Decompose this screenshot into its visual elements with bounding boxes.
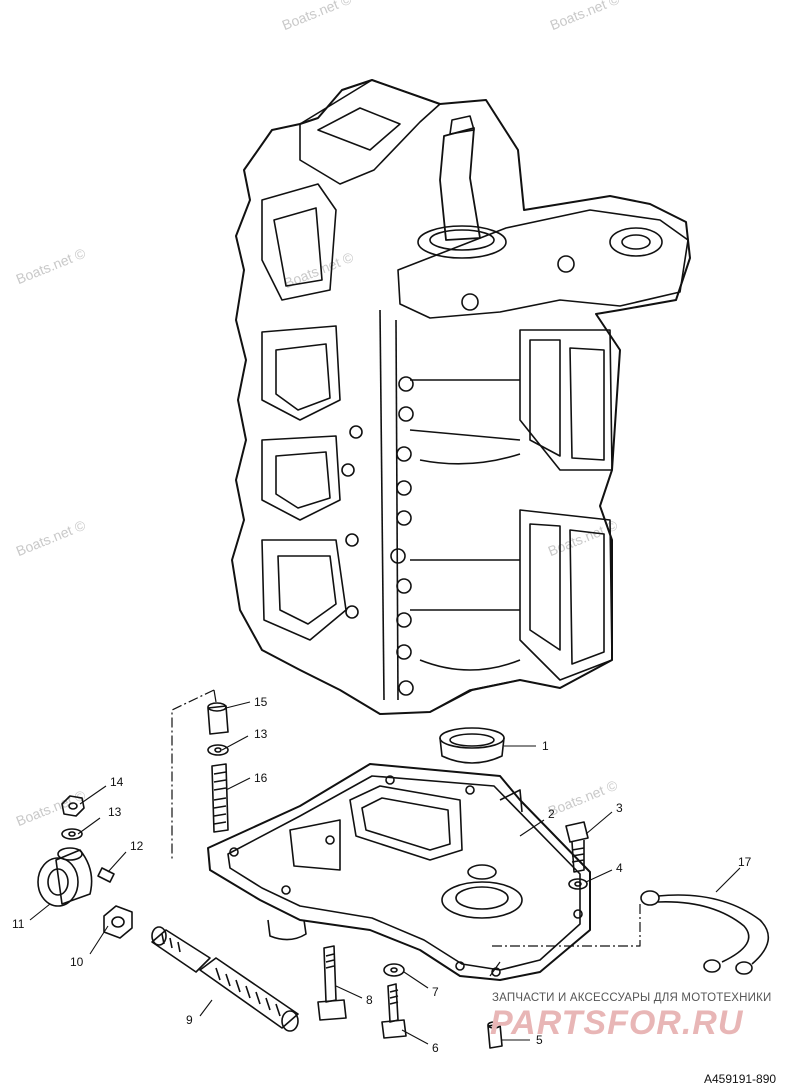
callout-6: 6	[432, 1041, 439, 1055]
callout-9: 9	[186, 1013, 193, 1027]
part-stud-assembly	[151, 926, 299, 1032]
assembly-line	[171, 689, 215, 860]
part-stud-16	[211, 763, 229, 833]
callout-13: 13	[108, 805, 122, 819]
part-clamp-11	[37, 847, 93, 907]
callout-15: 15	[254, 695, 268, 709]
part-washer-7	[383, 963, 405, 977]
callout-11: 11	[12, 917, 25, 931]
shop-tagline: ЗАПЧАСТИ И АКСЕССУАРЫ ДЛЯ МОТОТЕХНИКИ	[492, 992, 772, 1004]
callout-4: 4	[616, 861, 623, 875]
callout-numbers: 1 2 3 4 5 6 7 8 9 10 11 12 13 13 14 15 1…	[12, 695, 752, 1055]
callout-14: 14	[110, 775, 124, 789]
part-seal-ring	[439, 727, 505, 764]
callout-5: 5	[536, 1033, 543, 1047]
callout-13: 13	[254, 727, 268, 741]
callout-leaders	[29, 701, 741, 1045]
part-dowel-pin	[487, 1021, 503, 1049]
part-spacer-15	[207, 702, 229, 735]
part-bolt-6	[381, 983, 407, 1039]
part-nut-10	[103, 905, 133, 939]
part-ground-wire	[640, 890, 770, 975]
shop-brand-logo: PARTSFOR.RU	[490, 1004, 744, 1042]
part-washer-13	[61, 744, 229, 840]
part-washer-4	[568, 878, 588, 890]
callout-3: 3	[616, 801, 623, 815]
callout-12: 12	[130, 839, 144, 853]
callout-8: 8	[366, 993, 373, 1007]
callout-1: 1	[542, 739, 549, 753]
part-screw-12	[97, 867, 115, 883]
callout-2: 2	[548, 807, 555, 821]
engine-block	[231, 79, 691, 715]
assembly-line	[213, 689, 217, 703]
callout-10: 10	[70, 955, 84, 969]
part-adapter-plate	[207, 763, 641, 981]
callout-7: 7	[432, 985, 439, 999]
part-bolt-3	[565, 821, 589, 873]
callout-17: 17	[738, 855, 752, 869]
callout-16: 16	[254, 771, 268, 785]
part-nut-14	[61, 795, 85, 817]
part-bolt-8	[317, 945, 347, 1021]
drawing-code: A459191-890	[704, 1072, 777, 1086]
